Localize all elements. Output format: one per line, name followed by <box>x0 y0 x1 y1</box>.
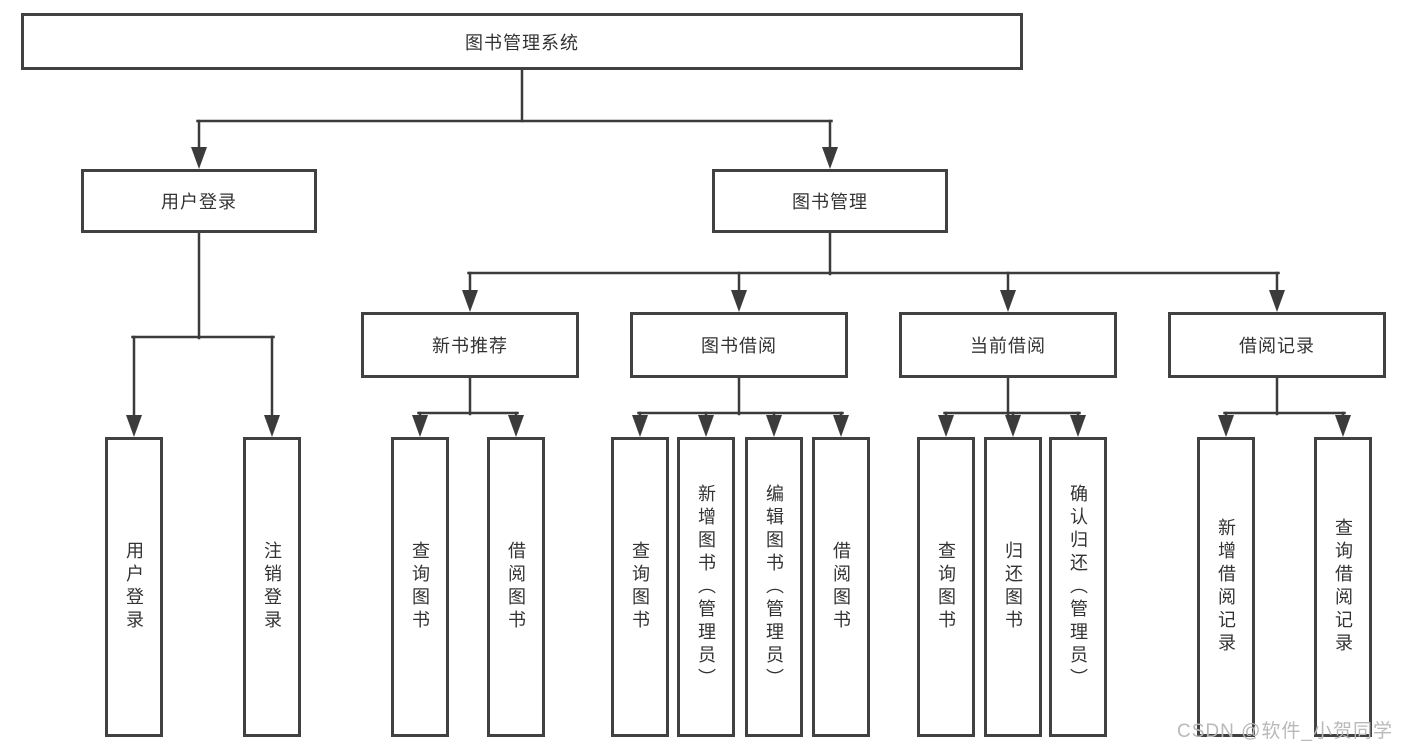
node-label: 查询图书 <box>410 541 430 633</box>
node-label: 查询图书 <box>936 541 956 633</box>
node-label: 借阅图书 <box>831 541 851 633</box>
node-borrowing-records: 借阅记录 <box>1168 312 1386 378</box>
node-label: 归还图书 <box>1003 541 1023 633</box>
leaf-add-books-admin: 新增图书（管理员） <box>677 437 735 737</box>
leaf-logout: 注销登录 <box>243 437 301 737</box>
node-root-library-system: 图书管理系统 <box>21 13 1023 70</box>
node-label: 图书管理系统 <box>465 32 579 53</box>
leaf-edit-books-admin: 编辑图书（管理员） <box>745 437 803 737</box>
node-label: 当前借阅 <box>970 336 1046 356</box>
node-label: 确认归还（管理员） <box>1068 483 1088 691</box>
leaf-confirm-return-admin: 确认归还（管理员） <box>1049 437 1107 737</box>
leaf-add-borrow-record: 新增借阅记录 <box>1197 437 1255 737</box>
node-label: 图书借阅 <box>701 336 777 356</box>
node-label: 注销登录 <box>262 541 282 633</box>
leaf-query-books-2: 查询图书 <box>611 437 669 737</box>
node-label: 编辑图书（管理员） <box>764 483 784 691</box>
leaf-query-books: 查询图书 <box>391 437 449 737</box>
csdn-watermark: CSDN @软件_小贺同学 <box>1177 721 1393 742</box>
leaf-query-books-3: 查询图书 <box>917 437 975 737</box>
node-user-login: 用户登录 <box>81 169 317 233</box>
node-new-book-recommend: 新书推荐 <box>361 312 579 378</box>
node-current-borrowing: 当前借阅 <box>899 312 1117 378</box>
node-label: 用户登录 <box>161 192 237 212</box>
leaf-return-books: 归还图书 <box>984 437 1042 737</box>
node-label: 用户登录 <box>124 541 144 633</box>
leaf-user-login: 用户登录 <box>105 437 163 737</box>
node-label: 查询借阅记录 <box>1333 518 1353 656</box>
node-label: 新书推荐 <box>432 336 508 356</box>
node-book-management: 图书管理 <box>712 169 948 233</box>
node-label: 查询图书 <box>630 541 650 633</box>
node-book-borrowing: 图书借阅 <box>630 312 848 378</box>
node-label: 借阅记录 <box>1239 336 1315 356</box>
node-label: 借阅图书 <box>506 541 526 633</box>
leaf-query-borrow-record: 查询借阅记录 <box>1314 437 1372 737</box>
leaf-borrow-books-2: 借阅图书 <box>812 437 870 737</box>
node-label: 新增图书（管理员） <box>696 483 716 691</box>
node-label: 新增借阅记录 <box>1216 518 1236 656</box>
leaf-borrow-books: 借阅图书 <box>487 437 545 737</box>
node-label: 图书管理 <box>792 192 868 212</box>
